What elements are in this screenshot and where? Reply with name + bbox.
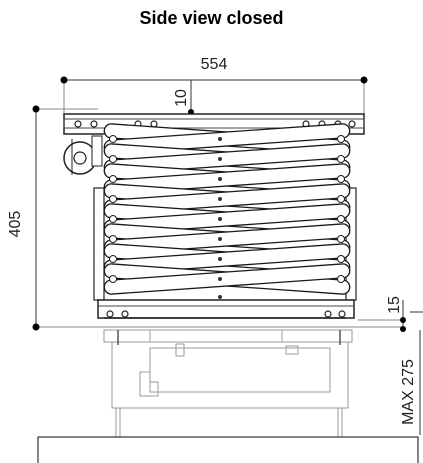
top-offset-dimension: 10 <box>173 89 190 107</box>
bottom-offset-dimension: 15 <box>386 296 403 314</box>
drawing-title: Side view closed <box>139 8 284 28</box>
ceiling-outline <box>37 436 419 463</box>
center-pins <box>218 137 222 299</box>
height-dim-dot-top <box>32 105 40 113</box>
width-dim-dot-right <box>360 76 368 84</box>
bottom-plate <box>97 299 355 319</box>
top-plate-rail <box>63 118 365 129</box>
height-dim-dot-bottom <box>32 323 40 331</box>
height-dimension: 405 <box>7 211 24 238</box>
mount-hooks <box>117 330 341 345</box>
scissor-mechanism <box>103 123 351 295</box>
pivot-pins <box>109 135 345 283</box>
motor-unit <box>63 135 103 175</box>
width-dimension: 554 <box>201 56 228 73</box>
left-side-frame <box>93 187 105 301</box>
width-dim-dot-left <box>60 76 68 84</box>
support-legs <box>115 408 343 437</box>
max-drop-dimension: MAX 275 <box>400 359 417 425</box>
bottom-offset-dot-bottom <box>400 326 406 332</box>
projector-outline <box>103 329 353 409</box>
bottom-offset-dot-top <box>400 317 406 323</box>
bottom-plate-bolts <box>106 310 346 318</box>
